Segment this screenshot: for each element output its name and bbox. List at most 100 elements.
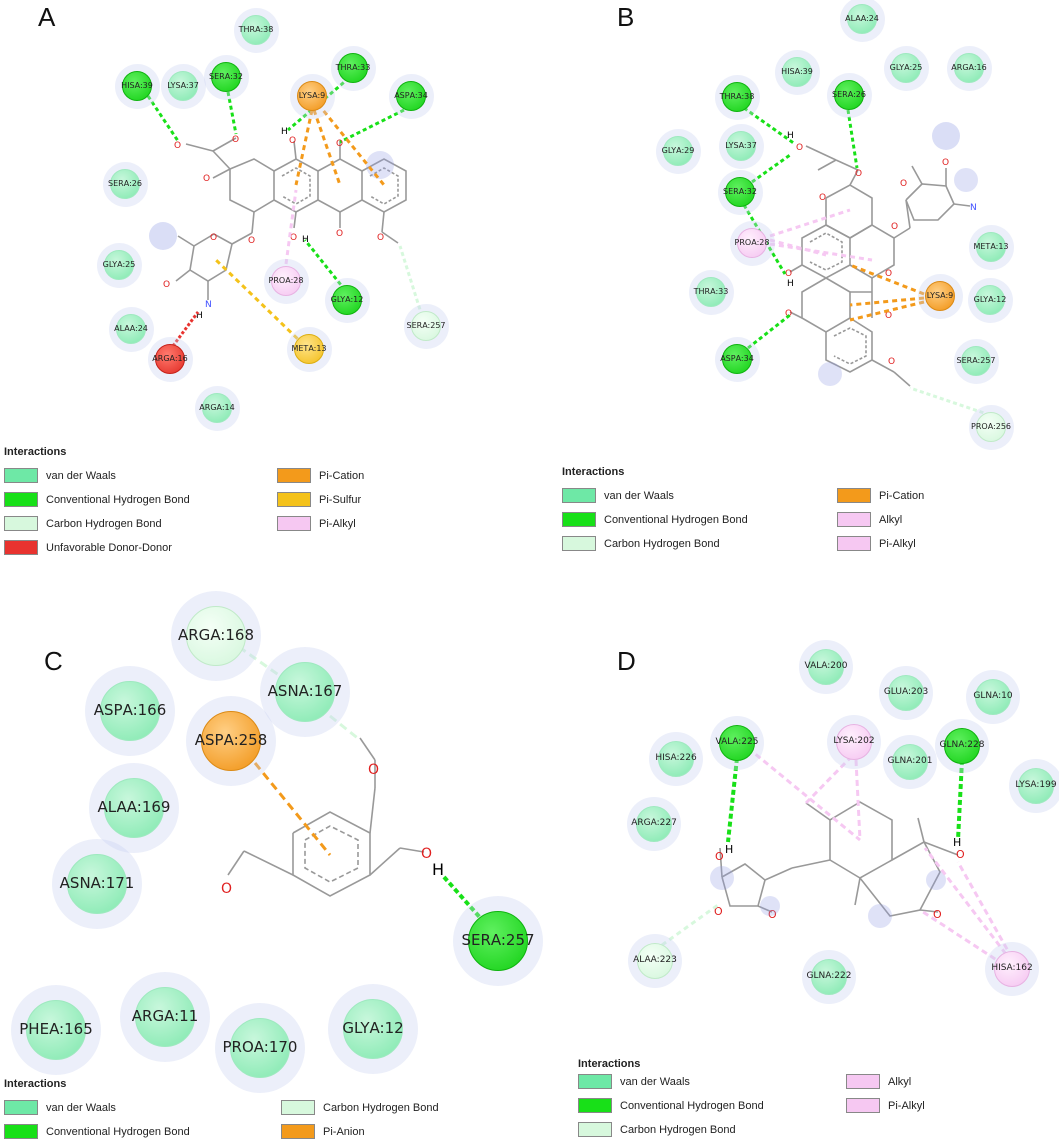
residue-name: THR <box>335 62 353 72</box>
legend-label: Carbon Hydrogen Bond <box>604 537 720 550</box>
molecule-b-atoms: O O O O O O N O O O O O H H <box>785 131 977 367</box>
svg-text:O: O <box>336 139 343 149</box>
legend-swatch <box>562 536 596 551</box>
residue-name: ARG <box>152 353 170 363</box>
residue-number: A:25 <box>904 62 923 72</box>
panel-letter-d: D <box>617 646 636 676</box>
residue-name: GLN <box>806 971 826 982</box>
svg-text:O: O <box>885 311 892 321</box>
residue-number: A:32 <box>738 186 757 196</box>
molecule-d-atoms: O O O O O H H <box>714 836 965 921</box>
legend-swatch <box>578 1098 612 1113</box>
residue-name: GLY <box>330 294 346 304</box>
svg-text:H: H <box>953 836 961 849</box>
molecule-c-atoms: O O O H <box>221 762 444 897</box>
residue-number: A:25 <box>117 259 136 269</box>
legend-item: Carbon Hydrogen Bond <box>4 516 162 531</box>
residue-name: ARG <box>199 402 217 412</box>
legend-swatch <box>4 1100 38 1115</box>
legend-label: Conventional Hydrogen Bond <box>46 493 190 506</box>
legend-swatch <box>562 512 596 527</box>
svg-text:O: O <box>377 233 384 243</box>
svg-text:N: N <box>970 203 977 213</box>
residue-name: ASP <box>194 731 224 750</box>
residue-name: LYS <box>926 290 941 300</box>
legend-swatch <box>281 1100 315 1115</box>
residue-number: A:202 <box>848 736 875 747</box>
legend-item: Pi-Alkyl <box>837 536 916 551</box>
svg-text:H: H <box>432 860 444 879</box>
svg-text:O: O <box>336 229 343 239</box>
residue-number: A:201 <box>906 756 933 767</box>
residue-number: A:257 <box>972 355 996 365</box>
residue-number: A:257 <box>422 320 446 330</box>
legend-label: Pi-Alkyl <box>888 1099 925 1112</box>
residue-number: A:34 <box>735 353 754 363</box>
legend-swatch <box>578 1122 612 1137</box>
residue-number: A:228 <box>958 740 985 751</box>
residue-name: LYS <box>298 90 313 100</box>
residue-name: PHE <box>19 1020 50 1039</box>
legend-label: van der Waals <box>620 1075 690 1088</box>
svg-text:O: O <box>163 280 170 290</box>
residue-name: MET <box>973 241 991 251</box>
residue-number: A:14 <box>216 402 235 412</box>
residue-name: PRO <box>734 237 752 247</box>
residue-name: PRO <box>222 1038 254 1057</box>
svg-text:O: O <box>956 848 965 861</box>
residue-name: HIS <box>781 66 795 76</box>
residue-name: PRO <box>268 275 286 285</box>
atom-o: O <box>232 135 239 145</box>
residue-number: A:258 <box>223 731 268 750</box>
svg-text:O: O <box>768 908 777 921</box>
panel-letter-a: A <box>38 2 56 32</box>
residue-number: A:10 <box>992 691 1013 702</box>
legend-label: Conventional Hydrogen Bond <box>620 1099 764 1112</box>
residue-number: A:226 <box>670 753 697 764</box>
legend-item: Pi-Anion <box>281 1124 365 1139</box>
svg-text:O: O <box>891 222 898 232</box>
residue-name: ALA <box>114 323 130 333</box>
residue-number: A:39 <box>794 66 813 76</box>
legend-item: Carbon Hydrogen Bond <box>562 536 720 551</box>
legend-label: Pi-Cation <box>319 469 365 482</box>
legend-label: van der Waals <box>46 469 116 482</box>
residue-name: ARG <box>131 1007 165 1026</box>
legend-swatch <box>846 1098 880 1113</box>
panel-letter-b: B <box>617 2 635 32</box>
legend-swatch <box>4 540 38 555</box>
residue-name: LYS <box>1015 780 1031 791</box>
molecule-c <box>227 737 425 897</box>
residue-name: SER <box>406 320 423 330</box>
residue-number: A:9 <box>940 290 954 300</box>
molecule-d <box>719 801 959 917</box>
svg-text:H: H <box>725 843 733 856</box>
legend-title: Interactions <box>578 1058 641 1070</box>
residue-name: ASP <box>394 90 410 100</box>
svg-text:O: O <box>221 881 232 897</box>
legend-swatch <box>4 468 38 483</box>
residue-name: HIS <box>991 963 1007 974</box>
residue-number: A:9 <box>312 90 326 100</box>
residue-name: ALA <box>845 13 861 23</box>
residue-number: A:203 <box>901 687 929 698</box>
